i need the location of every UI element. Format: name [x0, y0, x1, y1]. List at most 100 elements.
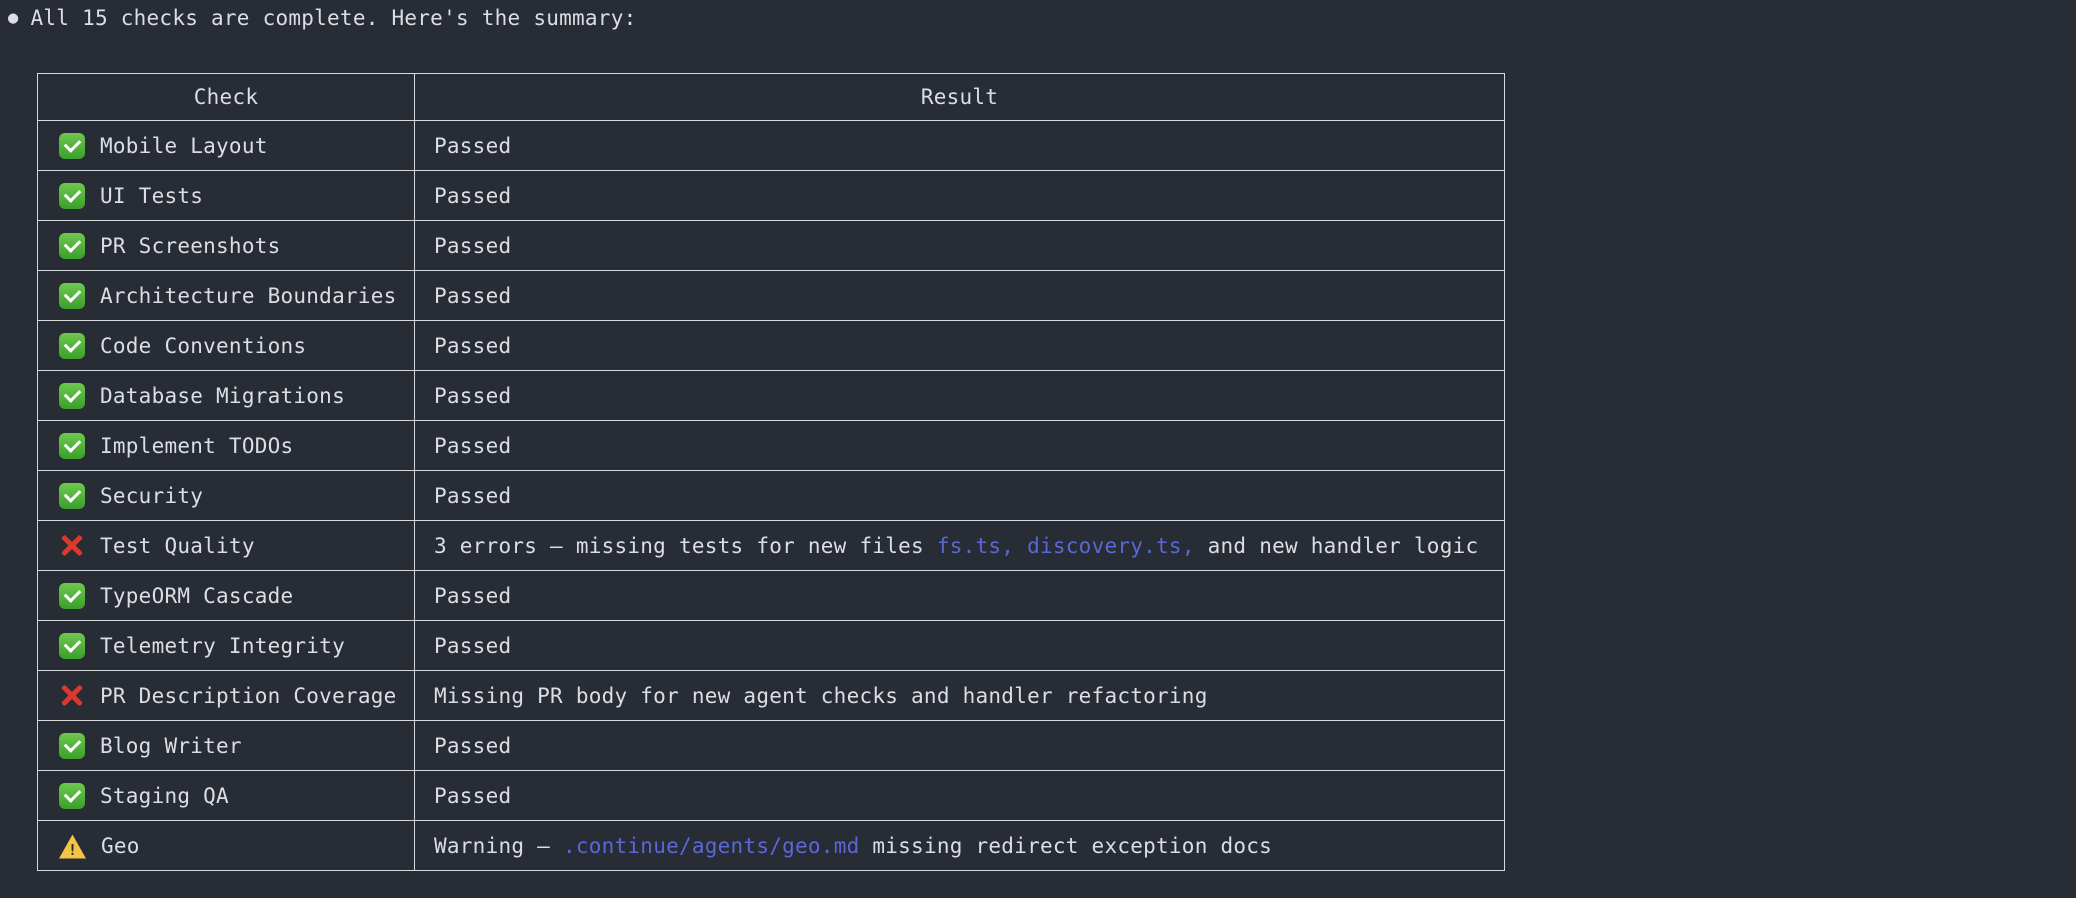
result-text: Passed: [434, 633, 512, 658]
check-cell: Architecture Boundaries: [37, 270, 415, 321]
check-cell: UI Tests: [37, 170, 415, 221]
table-row: PR Screenshots Passed: [37, 220, 1505, 271]
check-cell-content: PR Description Coverage: [38, 683, 414, 709]
green-check-icon: [59, 632, 85, 659]
check-name: Test Quality: [100, 533, 255, 558]
check-name: Staging QA: [100, 783, 229, 808]
file-link[interactable]: discovery.ts,: [1027, 533, 1195, 558]
check-cell: Implement TODOs: [37, 420, 415, 471]
check-cell-content: Staging QA: [38, 782, 414, 809]
check-cell-content: TypeORM Cascade: [38, 582, 414, 609]
green-check-icon: [59, 232, 85, 259]
yellow-warning-triangle-icon: [59, 834, 86, 859]
result-cell: Passed: [414, 270, 1505, 321]
result-cell: Passed: [414, 720, 1505, 771]
check-name: Security: [100, 483, 204, 508]
table-row: Telemetry Integrity Passed: [37, 620, 1505, 671]
green-check-icon: [59, 282, 85, 309]
result-text: Passed: [434, 283, 512, 308]
result-text: Passed: [434, 733, 512, 758]
table-row: UI Tests Passed: [37, 170, 1505, 221]
result-text: Passed: [434, 183, 512, 208]
check-cell: Database Migrations: [37, 370, 415, 421]
check-cell-content: Code Conventions: [38, 332, 414, 359]
check-name: PR Description Coverage: [100, 683, 397, 708]
result-text: 3 errors — missing tests for new files: [434, 533, 937, 558]
result-cell: Passed: [414, 320, 1505, 371]
result-cell: Passed: [414, 620, 1505, 671]
green-check-icon: [59, 782, 85, 809]
red-cross-icon: [59, 533, 85, 559]
table-row: Staging QA Passed: [37, 770, 1505, 821]
check-name: Mobile Layout: [100, 133, 268, 158]
summary-text: All 15 checks are complete. Here's the s…: [30, 6, 637, 30]
table-row: Architecture Boundaries Passed: [37, 270, 1505, 321]
check-cell-content: Security: [38, 482, 414, 509]
check-cell: Telemetry Integrity: [37, 620, 415, 671]
table-row: Test Quality 3 errors — missing tests for…: [37, 520, 1505, 571]
table-row: PR Description Coverage Missing PR body f…: [37, 670, 1505, 721]
table-row: Implement TODOs Passed: [37, 420, 1505, 471]
result-cell: Passed: [414, 170, 1505, 221]
check-name: TypeORM Cascade: [100, 583, 294, 608]
check-cell-content: Test Quality: [38, 533, 414, 559]
check-cell-content: Telemetry Integrity: [38, 632, 414, 659]
check-cell-content: PR Screenshots: [38, 232, 414, 259]
table-row: Security Passed: [37, 470, 1505, 521]
check-cell: Blog Writer: [37, 720, 415, 771]
green-check-icon: [59, 732, 85, 759]
file-link[interactable]: fs.ts,: [936, 533, 1015, 558]
check-cell-content: Implement TODOs: [38, 432, 414, 459]
result-text: Passed: [434, 383, 512, 408]
table-row: TypeORM Cascade Passed: [37, 570, 1505, 621]
bullet-icon: ●: [8, 7, 19, 28]
green-check-icon: [59, 482, 85, 509]
green-check-icon: [59, 332, 85, 359]
check-name: PR Screenshots: [100, 233, 281, 258]
result-text: Passed: [434, 133, 512, 158]
green-check-icon: [59, 182, 85, 209]
check-cell: Staging QA: [37, 770, 415, 821]
result-cell: 3 errors — missing tests for new files f…: [414, 520, 1505, 571]
result-text: Missing PR body for new agent checks and…: [434, 683, 1208, 708]
check-cell: Geo: [37, 820, 415, 871]
result-text: Passed: [434, 433, 512, 458]
check-cell: PR Description Coverage: [37, 670, 415, 721]
result-text: Passed: [434, 783, 512, 808]
check-name: Database Migrations: [100, 383, 345, 408]
table-row: Mobile Layout Passed: [37, 120, 1505, 171]
result-text: [1014, 534, 1027, 558]
green-check-icon: [59, 382, 85, 409]
green-check-icon: [59, 582, 85, 609]
result-text: and new handler logic: [1194, 533, 1479, 558]
result-cell: Passed: [414, 220, 1505, 271]
check-name: Geo: [101, 833, 140, 858]
result-text: Warning —: [434, 833, 563, 858]
table-row: Code Conventions Passed: [37, 320, 1505, 371]
result-cell: Passed: [414, 120, 1505, 171]
table-row: Database Migrations Passed: [37, 370, 1505, 421]
file-link[interactable]: .continue/agents/geo.md: [562, 833, 860, 858]
check-cell-content: Mobile Layout: [38, 132, 414, 159]
result-cell: Warning — .continue/agents/geo.md missin…: [414, 820, 1505, 871]
result-cell: Passed: [414, 770, 1505, 821]
red-cross-icon: [59, 683, 85, 709]
table-row: Geo Warning — .continue/agents/geo.md mis…: [37, 820, 1505, 871]
check-cell: PR Screenshots: [37, 220, 415, 271]
check-cell-content: Database Migrations: [38, 382, 414, 409]
check-cell: Security: [37, 470, 415, 521]
result-cell: Passed: [414, 570, 1505, 621]
check-cell-content: Architecture Boundaries: [38, 282, 414, 309]
check-cell: Mobile Layout: [37, 120, 415, 171]
check-name: Code Conventions: [100, 333, 307, 358]
result-cell: Passed: [414, 470, 1505, 521]
result-text: Passed: [434, 333, 512, 358]
green-check-icon: [59, 132, 85, 159]
check-name: UI Tests: [100, 183, 204, 208]
check-cell-content: UI Tests: [38, 182, 414, 209]
result-text: Passed: [434, 483, 512, 508]
column-header-result: Result: [414, 73, 1505, 121]
check-cell-content: Blog Writer: [38, 732, 414, 759]
table-row: Blog Writer Passed: [37, 720, 1505, 771]
